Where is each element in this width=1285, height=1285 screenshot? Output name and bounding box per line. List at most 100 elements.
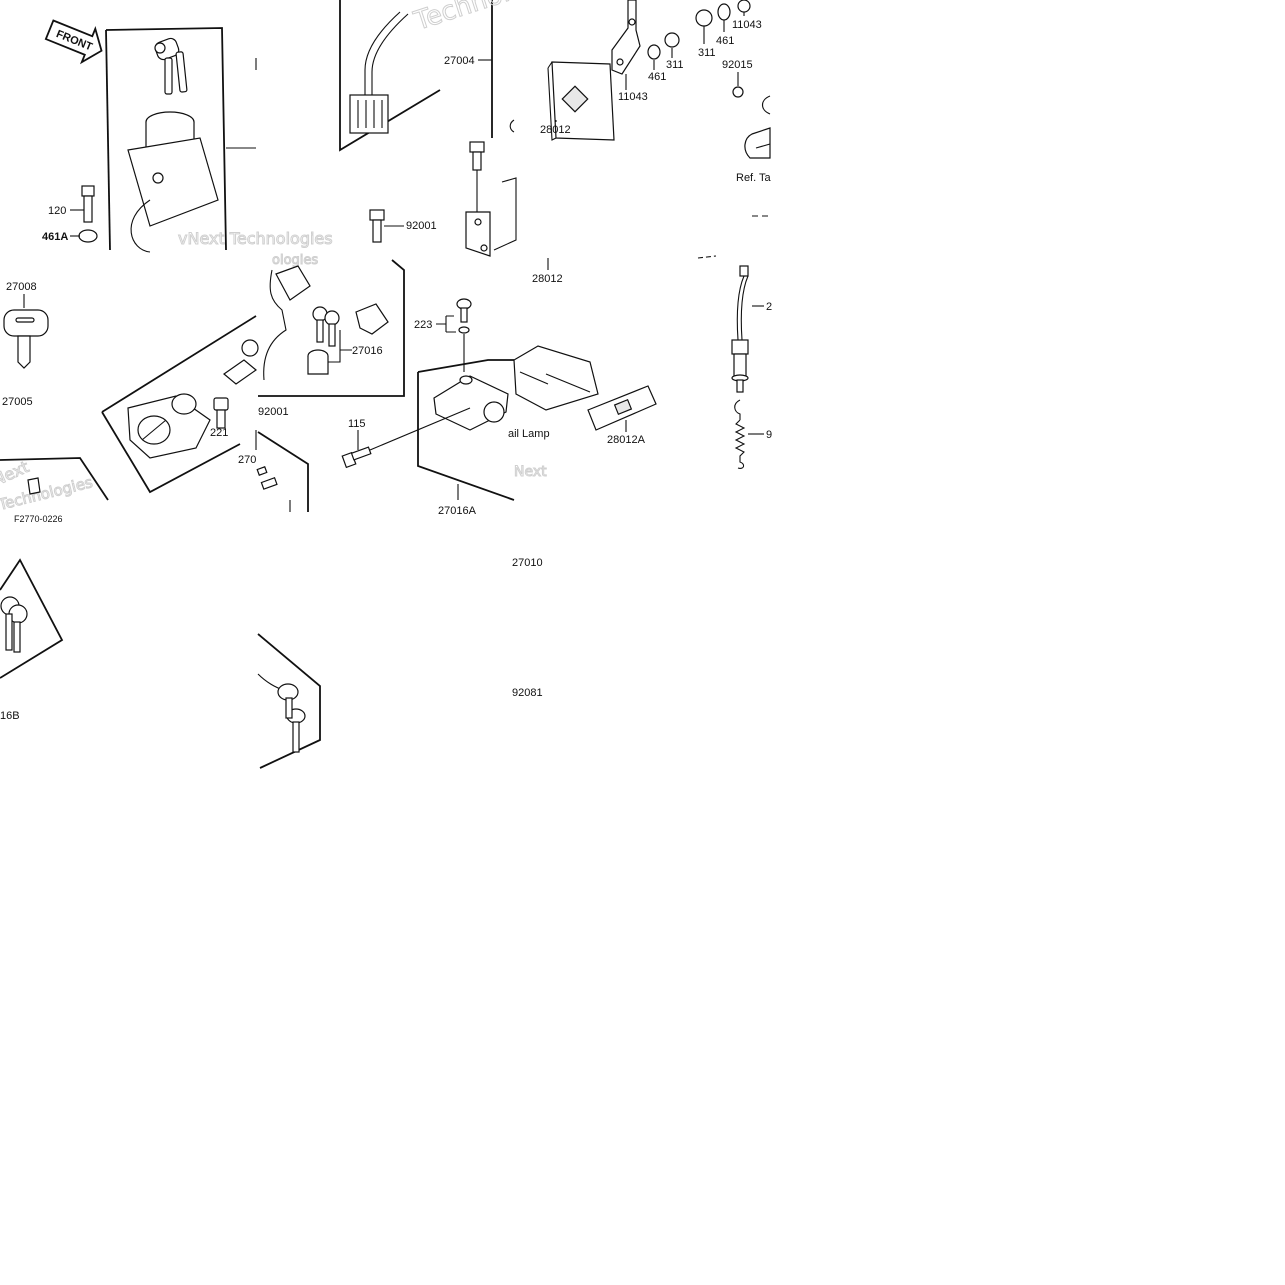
group-frame	[105, 27, 227, 251]
lamp-housing-fragment	[761, 95, 771, 115]
wire-icon	[736, 275, 745, 341]
bracket-hole	[628, 18, 636, 26]
spring-pin-icon	[260, 477, 278, 490]
washer-461-icon	[717, 3, 731, 21]
group-frame	[0, 558, 64, 679]
tile-hardware-right: 311 461 11043 92015 Ref. Ta	[695, 0, 772, 217]
wire-icon	[740, 275, 749, 341]
tile-brake-switch: 2 9	[697, 255, 772, 469]
tile-figure-code: Next Technologies F2770-0226 16B	[0, 457, 109, 722]
tile-tail-lamp: 223 28012A ail Lamp 115	[341, 298, 657, 517]
key-pair-icon	[277, 683, 306, 753]
part-label-461-r: 461	[716, 35, 734, 47]
lamp-mount-icon	[433, 375, 509, 431]
lock-cylinder-icon	[307, 349, 329, 375]
part-label-27008: 27008	[6, 281, 37, 293]
steering-lock-icon	[127, 393, 211, 459]
key-blank-icon	[3, 309, 49, 369]
bracket-hole	[616, 58, 624, 66]
bolt-92001-icon	[369, 209, 385, 243]
part-label-27004: 27004	[444, 55, 475, 67]
bolt-120-icon	[81, 185, 95, 223]
clip-icon	[27, 477, 41, 495]
part-label-28012: 28012	[540, 124, 571, 136]
plate-frame	[257, 431, 309, 512]
edge-fragment	[509, 119, 515, 133]
nut-11043-icon	[737, 0, 751, 13]
bolt-115-icon	[341, 446, 372, 469]
part-label-27016: 27016	[352, 345, 383, 357]
spring-icon	[734, 399, 746, 469]
dashed-boundary	[697, 255, 717, 259]
part-label-223: 223	[414, 319, 432, 331]
screw-221-icon	[213, 397, 229, 429]
ref-note: Ref. Ta	[736, 172, 772, 184]
key-pair-icon	[0, 596, 28, 653]
reflector-icon	[547, 61, 615, 141]
part-label-461: 461	[648, 71, 666, 83]
front-arrow-icon: FRONT	[44, 19, 103, 65]
figure-code: F2770-0226	[14, 514, 63, 524]
wire-harness	[364, 11, 401, 95]
brake-switch-icon	[731, 339, 749, 393]
watermark-fragment: Next	[514, 464, 547, 480]
ignition-switch-body-icon	[127, 111, 219, 253]
watermark-fragment: Next	[0, 457, 32, 490]
bracket-detail	[519, 371, 591, 393]
bracket-icon	[465, 141, 517, 257]
part-label-28012a: 28012A	[607, 434, 646, 446]
lock-cap-icon	[355, 303, 389, 335]
lock-body-icon	[275, 265, 311, 301]
part-label-27005: 27005	[2, 396, 33, 408]
group-frame	[0, 457, 109, 501]
part-label-11043: 11043	[618, 91, 648, 103]
tail-lamp-label: ail Lamp	[508, 428, 550, 440]
part-label-9: 9	[766, 429, 772, 441]
pin-icon	[256, 466, 268, 476]
group-frame-left	[105, 29, 111, 251]
key-icon	[223, 339, 259, 385]
reflector-28012a-icon	[587, 385, 657, 431]
leader-line	[328, 330, 352, 363]
group-frame	[258, 259, 405, 397]
plate-slot	[755, 143, 771, 149]
group-frame-lower	[417, 372, 515, 501]
washer-461a-icon	[78, 229, 98, 243]
group-frame-lower	[101, 411, 241, 494]
watermark-fragment: ologies	[272, 253, 318, 268]
group-frame	[257, 633, 321, 769]
key-pair-icon	[154, 37, 188, 95]
plate-icon	[744, 127, 771, 159]
washer-461-icon	[647, 44, 661, 60]
part-label-311-r: 311	[698, 47, 716, 59]
nut-311-icon	[664, 32, 680, 48]
part-label-120: 120	[48, 205, 66, 217]
part-label-115: 115	[348, 418, 366, 430]
part-label-27010: 27010	[512, 557, 543, 569]
cable-icon	[263, 269, 287, 381]
group-frame	[339, 0, 441, 152]
bolt-axis	[369, 407, 471, 451]
screw-223-icon	[456, 298, 472, 334]
part-label-270: 270	[238, 454, 256, 466]
part-label-28012-b: 28012	[532, 273, 563, 285]
bracket-icon	[611, 0, 641, 75]
connector-cap-icon	[739, 265, 749, 277]
part-label-221: 221	[210, 427, 228, 439]
nut-92015-icon	[732, 86, 744, 98]
nut-311-icon	[695, 9, 713, 27]
part-label-92001: 92001	[406, 220, 437, 232]
part-label-16b: 16B	[0, 710, 20, 722]
part-label-461a: 461A	[42, 231, 68, 243]
part-label-92001-b: 92001	[258, 406, 289, 418]
group-frame	[417, 359, 514, 373]
tile-seat-lock: ologies 27016 92001 270	[238, 253, 405, 512]
part-label-2: 2	[766, 301, 772, 313]
tile-key-lock: 27008 27005 221	[2, 281, 259, 494]
tile-spare-keys: 27010 92081	[257, 557, 543, 769]
connector-pins	[357, 100, 383, 128]
wire-harness	[371, 13, 409, 95]
tile-reflector-bracket: 311 461 11043 28012 28012	[509, 0, 684, 285]
part-label-311: 311	[666, 59, 684, 71]
part-label-92081: 92081	[512, 687, 543, 699]
